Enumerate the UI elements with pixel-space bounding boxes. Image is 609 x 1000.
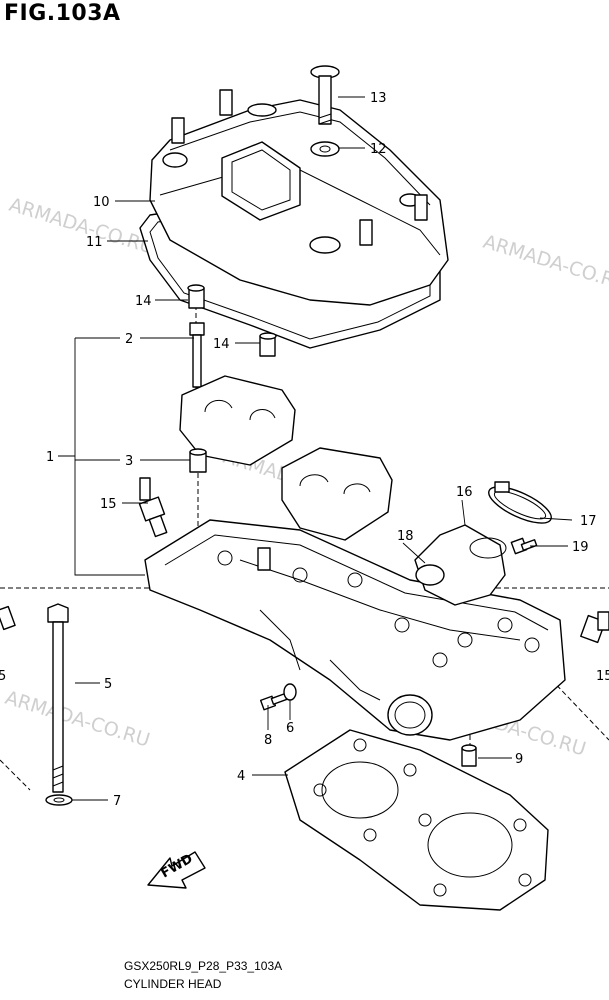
watermark-4: ARMADA-CO.RU xyxy=(3,687,153,752)
callout-13: 13 xyxy=(370,91,387,106)
callout-8: 8 xyxy=(264,733,272,748)
callout-9: 9 xyxy=(515,752,523,767)
intake-clamp xyxy=(488,481,552,524)
callout-3: 3 xyxy=(125,454,133,469)
camshaft-holder-left xyxy=(179,375,296,466)
callout-5: 5 xyxy=(104,677,112,692)
callout-12: 12 xyxy=(370,142,387,157)
callout-14-middle: 14 xyxy=(213,337,230,352)
fwd-arrow: FWD xyxy=(147,851,206,889)
callout-2: 2 xyxy=(125,332,133,347)
cover-washer xyxy=(310,141,340,157)
callout-6: 6 xyxy=(286,721,294,736)
dowel-pin-middle xyxy=(259,332,277,357)
callout-15: 15 xyxy=(100,497,117,512)
diagram-caption: CYLINDER HEAD xyxy=(124,977,222,991)
callout-14-upper: 14 xyxy=(135,294,152,309)
small-washer xyxy=(283,683,297,701)
callout-5-edge: 5 xyxy=(0,669,6,684)
callout-10: 10 xyxy=(93,195,110,210)
callout-17: 17 xyxy=(580,514,597,529)
cylinder-head-gasket xyxy=(284,729,549,911)
callout-16: 16 xyxy=(456,485,473,500)
callout-4: 4 xyxy=(237,769,245,784)
camshaft-holder-bolt xyxy=(189,322,205,388)
cylinder-head-long-bolt xyxy=(47,603,69,793)
long-bolt-washer xyxy=(45,794,73,806)
watermark-1: ARMADA-CO.RU xyxy=(7,194,157,259)
callout-1: 1 xyxy=(46,450,54,465)
callouts: 1 2 3 4 5 5 6 7 8 9 10 11 13 12 14 14 15… xyxy=(0,91,609,809)
watermark-2: ARMADA-CO.RU xyxy=(481,231,609,296)
figure-title: FIG.103A xyxy=(4,1,121,26)
dowel-pin-9 xyxy=(461,744,477,767)
cover-bolt xyxy=(310,65,340,125)
callout-15-edge: 15 xyxy=(596,669,609,684)
cylinder-head-cover xyxy=(149,89,449,306)
callout-19: 19 xyxy=(572,540,589,555)
cylinder-head xyxy=(144,519,566,741)
callout-11: 11 xyxy=(86,235,103,250)
spark-plug-right-edge xyxy=(580,611,609,644)
intake-pipe xyxy=(414,524,507,606)
leader-lines xyxy=(58,96,573,801)
callout-7: 7 xyxy=(113,794,121,809)
camshaft-holder-right xyxy=(281,447,393,541)
diagram-code: GSX250RL9_P28_P33_103A xyxy=(124,959,283,973)
intake-screw xyxy=(510,537,538,555)
spark-plug-left-edge xyxy=(0,605,16,631)
callout-18: 18 xyxy=(397,529,414,544)
dowel-pin-upper xyxy=(187,284,205,309)
spark-plug xyxy=(138,477,168,538)
small-bolt xyxy=(259,693,288,711)
dowel-pin-3 xyxy=(189,448,207,473)
